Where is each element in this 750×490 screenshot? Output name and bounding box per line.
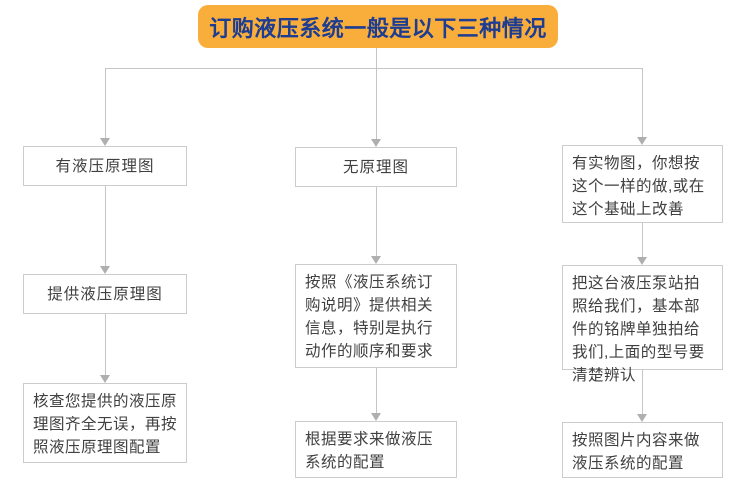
connector-right-2-3 — [642, 370, 643, 414]
arrowhead-right-2-3 — [637, 414, 647, 422]
arrowhead-middle-col — [371, 139, 381, 147]
flowchart-title-banner: 订购液压系统一般是以下三种情况 — [198, 5, 558, 48]
box-configure-by-photos: 按照图片内容来做液压系统的配置 — [562, 422, 723, 478]
box-has-photo: 有实物图，你想按这个一样的做,或在这个基础上改善 — [562, 145, 723, 223]
arrowhead-right-1-2 — [637, 257, 647, 265]
box-has-schematic: 有液压原理图 — [23, 146, 187, 186]
box-follow-ordering-instructions: 按照《液压系统订购说明》提供相关信息，特别是执行动作的顺序和要求 — [295, 264, 457, 368]
arrowhead-middle-2-3 — [371, 413, 381, 421]
connector-right-1-2 — [642, 223, 643, 257]
arrowhead-right-col — [637, 137, 647, 145]
flowchart-title: 订购液压系统一般是以下三种情况 — [209, 15, 547, 41]
connector-left-2-3 — [105, 313, 106, 375]
arrowhead-left-col — [100, 138, 110, 146]
arrowhead-left-1-2 — [100, 266, 110, 274]
arrowhead-left-2-3 — [100, 375, 110, 383]
box-send-photos: 把这台液压泵站拍照给我们，基本部件的铭牌单独拍给我们,上面的型号要清楚辨认 — [562, 265, 723, 384]
arrowhead-middle-1-2 — [371, 256, 381, 264]
box-verify-schematic: 核查您提供的液压原理图齐全无误，再按照液压原理图配置 — [23, 383, 187, 463]
connector-middle-1-2 — [376, 187, 377, 256]
connector-left-1-2 — [105, 186, 106, 266]
connector-branch-right — [642, 68, 643, 137]
connector-middle-2-3 — [376, 368, 377, 413]
box-provide-schematic: 提供液压原理图 — [23, 274, 187, 314]
box-configure-by-requirements: 根据要求来做液压系统的配置 — [295, 421, 457, 478]
connector-branch-horizontal — [105, 68, 642, 69]
box-no-schematic: 无原理图 — [295, 147, 457, 187]
connector-branch-left — [105, 68, 106, 138]
connector-banner-to-middle — [376, 48, 377, 139]
